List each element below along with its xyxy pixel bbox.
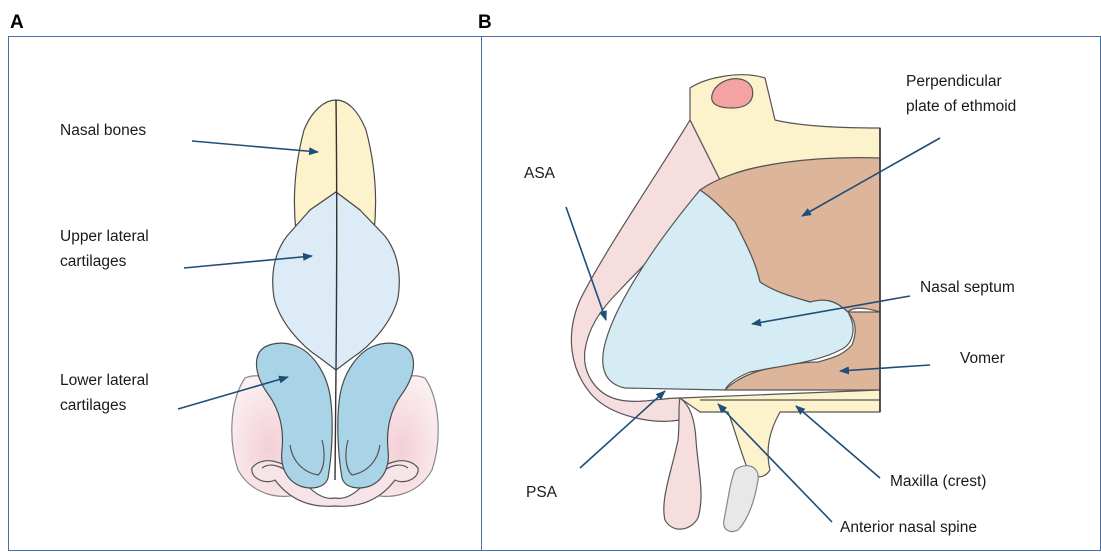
maxilla-crest [680,390,880,477]
label-lower-lateral-line1: Lower lateral [60,371,149,390]
label-nasal-bones: Nasal bones [60,121,146,140]
panel-b-drawing [571,75,880,532]
label-asa: ASA [524,164,555,183]
label-upper-lateral-line2: cartilages [60,252,126,271]
label-maxilla-crest: Maxilla (crest) [890,472,986,491]
arrow-maxilla [796,406,880,478]
label-psa: PSA [526,483,557,502]
arrow-nasal-bones [192,141,318,152]
label-nasal-septum: Nasal septum [920,278,1015,297]
label-anterior-nasal-spine: Anterior nasal spine [840,518,977,537]
label-upper-lateral-line1: Upper lateral [60,227,149,246]
label-vomer: Vomer [960,349,1005,368]
incisor-tooth [724,466,758,532]
panel-a-drawing [232,100,438,506]
label-lower-lateral-line2: cartilages [60,396,126,415]
label-perpendicular-plate-line1: Perpendicular [906,72,1002,91]
label-perpendicular-plate-line2: plate of ethmoid [906,97,1016,116]
